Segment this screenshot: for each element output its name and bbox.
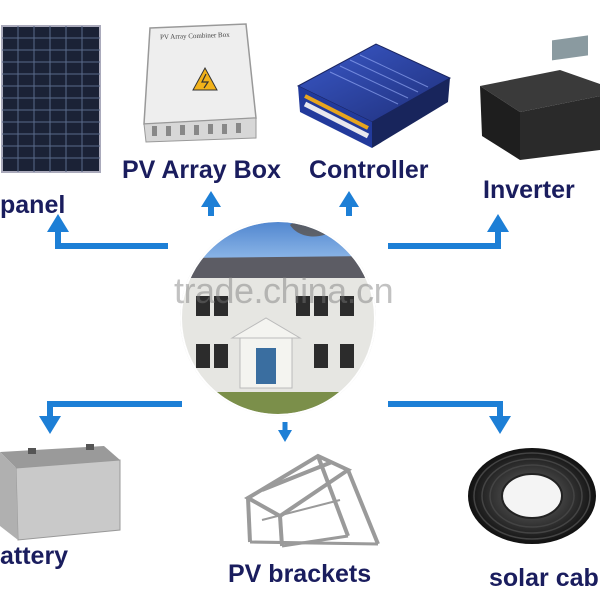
pv-array-box-image xyxy=(143,23,257,143)
pv-array-box-label: PV Array Box xyxy=(122,156,281,184)
arrow-head xyxy=(278,430,292,442)
solar-panel-label: panel xyxy=(0,191,66,219)
arrow-to-solar-panel xyxy=(55,228,168,249)
controller-image xyxy=(296,43,452,148)
arrow-to-battery xyxy=(47,401,182,420)
arrow-head xyxy=(201,191,221,207)
inverter-label: Inverter xyxy=(483,176,575,204)
arrow-head xyxy=(339,191,359,207)
arrow-head xyxy=(487,214,509,232)
pv-brackets-image xyxy=(244,453,380,548)
arrow-head xyxy=(489,416,511,434)
battery-image xyxy=(0,444,121,541)
solar-cable-image xyxy=(468,448,596,544)
solar-panel-image xyxy=(1,25,101,173)
arrow-to-inverter xyxy=(388,228,501,249)
solar-cable-label: solar cab xyxy=(489,564,599,592)
arrows xyxy=(39,191,511,442)
controller-label: Controller xyxy=(309,156,429,184)
arrow-to-solar-cable xyxy=(388,401,503,420)
arrow-head xyxy=(47,214,69,232)
pv-brackets-label: PV brackets xyxy=(228,560,372,588)
house-image xyxy=(180,220,376,416)
battery-label: attery xyxy=(0,542,69,570)
inverter-image xyxy=(480,35,600,160)
arrow-head xyxy=(39,416,61,434)
watermark-text: trade.china.cn xyxy=(174,270,394,311)
